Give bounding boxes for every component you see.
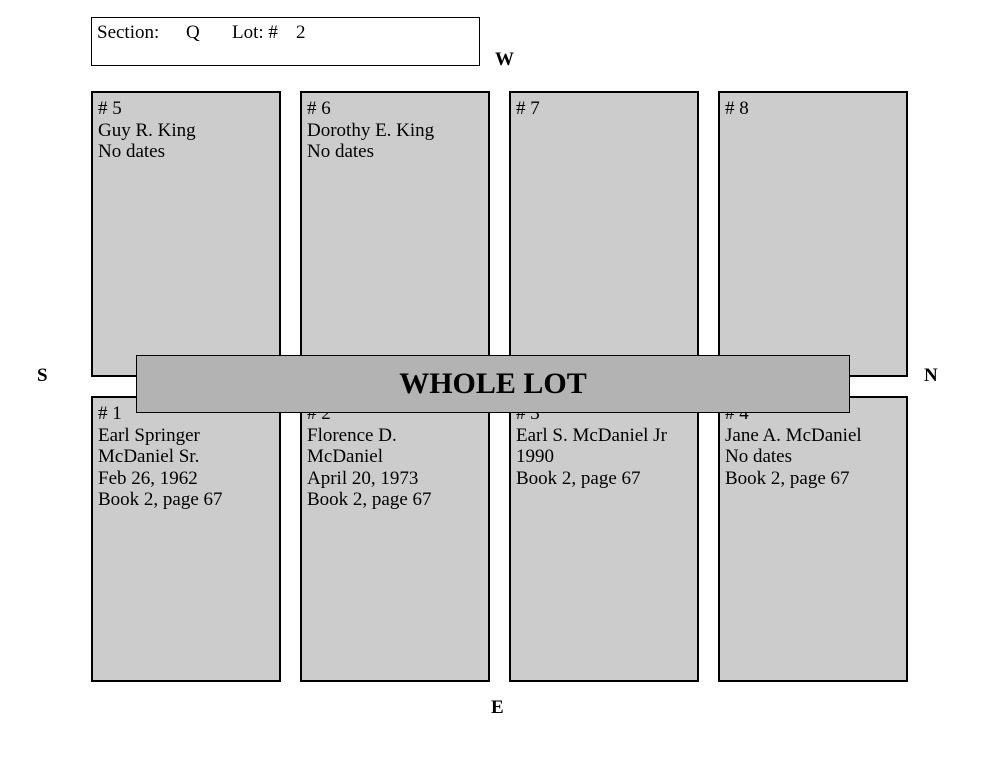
plot-text-line: No dates bbox=[98, 141, 166, 162]
whole-lot-banner: WHOLE LOT bbox=[136, 355, 850, 413]
plot-number: # 8 bbox=[725, 98, 749, 119]
lot-value: 2 bbox=[296, 22, 306, 43]
plot-text-line: 1990 bbox=[516, 446, 554, 467]
plot-number: # 5 bbox=[98, 98, 122, 119]
plot-text-line: Book 2, page 67 bbox=[725, 467, 850, 489]
plot-text-line: McDaniel Sr. bbox=[98, 446, 200, 467]
plot-text-line: Florence D. bbox=[307, 424, 397, 446]
plot-text-line: Book 2, page 67 bbox=[516, 467, 641, 489]
plot-8[interactable]: # 8 bbox=[718, 91, 908, 377]
compass-south: S bbox=[37, 365, 48, 386]
lot-label: Lot: # bbox=[232, 22, 278, 43]
plot-text-line: Book 2, page 67 bbox=[307, 489, 432, 510]
plot-number: # 7 bbox=[516, 98, 540, 119]
plot-text-line: Guy R. King bbox=[98, 119, 196, 141]
plot-text-line: Dorothy E. King bbox=[307, 119, 435, 141]
compass-north: N bbox=[924, 365, 938, 386]
plot-text-line: Book 2, page 67 bbox=[98, 489, 223, 510]
lot-header-box: Section: Q Lot: # 2 bbox=[91, 17, 480, 66]
section-value: Q bbox=[186, 22, 200, 43]
plot-text-line: Earl S. McDaniel Jr bbox=[516, 424, 667, 446]
plot-text-line: No dates bbox=[725, 446, 793, 467]
plot-text-line: Earl Springer bbox=[98, 424, 200, 446]
compass-east: E bbox=[491, 697, 504, 718]
plot-number: # 6 bbox=[307, 98, 331, 119]
plot-number: # 1 bbox=[98, 403, 122, 424]
plot-7[interactable]: # 7 bbox=[509, 91, 699, 377]
plot-text-line: No dates bbox=[307, 141, 375, 162]
plot-text-line: April 20, 1973 bbox=[307, 467, 419, 489]
plot-text-line: McDaniel bbox=[307, 446, 383, 467]
compass-west: W bbox=[495, 49, 514, 70]
plot-text-line: Jane A. McDaniel bbox=[725, 424, 862, 446]
plot-text-line: Feb 26, 1962 bbox=[98, 467, 198, 489]
section-label: Section: bbox=[97, 22, 160, 43]
